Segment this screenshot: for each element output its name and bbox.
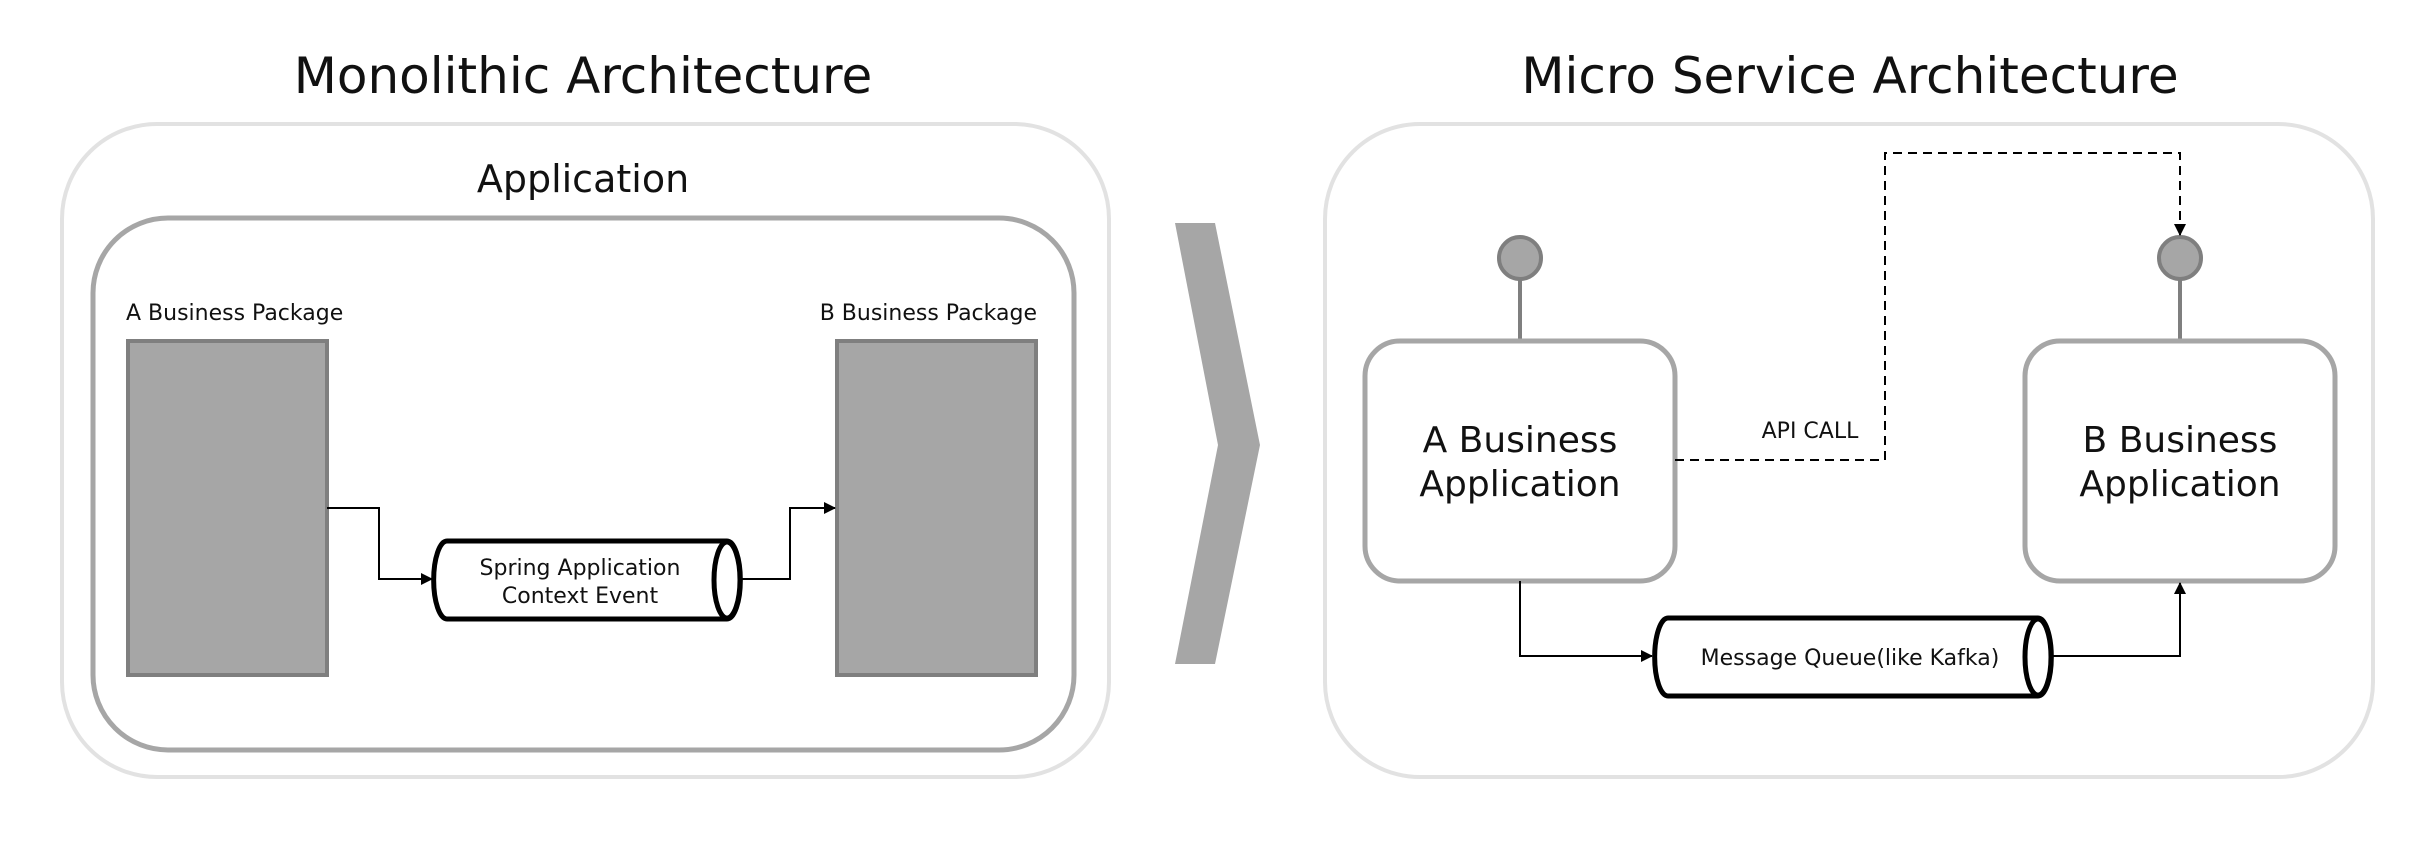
- spring-event-cylinder: [431, 538, 743, 622]
- transition-chevron-icon: [1175, 223, 1260, 664]
- api-call-connector: [1675, 152, 2186, 461]
- monolith-container: [60, 122, 1111, 779]
- app-a-label-line2: Application: [1419, 464, 1620, 505]
- app-a-label-line1: A Business: [1423, 420, 1618, 461]
- package-a-label: A Business Package: [126, 301, 343, 326]
- app-b-box: [2022, 338, 2338, 584]
- connector-a-to-event: [327, 507, 433, 585]
- api-call-label: API CALL: [1762, 419, 1859, 444]
- app-b-interface-node: [2157, 235, 2203, 281]
- microservice-title: Micro Service Architecture: [1521, 47, 2178, 105]
- application-label: Application: [477, 157, 689, 201]
- app-a-interface-node: [1497, 235, 1543, 281]
- app-b-label-line1: B Business: [2083, 420, 2278, 461]
- connector-a-to-queue: [1519, 581, 1653, 662]
- package-a-box: [126, 339, 329, 677]
- app-b-label-line2: Application: [2079, 464, 2280, 505]
- spring-event-label-line2: Context Event: [502, 584, 659, 609]
- application-box: [90, 215, 1077, 753]
- connector-queue-to-b: [2051, 582, 2186, 657]
- microservice-container: [1323, 122, 2375, 779]
- spring-event-label-line1: Spring Application: [480, 556, 681, 581]
- message-queue-label: Message Queue(like Kafka): [1701, 646, 2000, 671]
- app-a-box: [1362, 338, 1678, 584]
- package-b-label: B Business Package: [820, 301, 1037, 326]
- connector-event-to-b: [742, 502, 836, 580]
- monolith-title: Monolithic Architecture: [294, 47, 872, 105]
- package-b-box: [835, 339, 1038, 677]
